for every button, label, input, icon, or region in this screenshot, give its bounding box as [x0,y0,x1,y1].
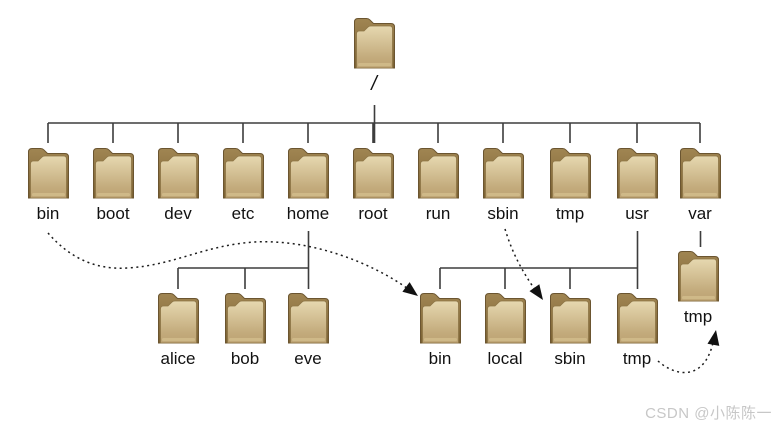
folder-icon [417,145,460,200]
folder-run: run [403,145,473,224]
folder-boot: boot [78,145,148,224]
folder-label: bob [230,349,260,368]
folder-icon [482,145,525,200]
folder-usr: usr [602,145,672,224]
folder-home-eve: eve [273,290,343,369]
folder-label: sbin [487,204,519,223]
folder-label: bin [36,204,60,223]
folder-home-bob: bob [210,290,280,369]
folder-sbin: sbin [468,145,538,224]
folder-icon [222,145,265,200]
folder-var: var [665,145,735,224]
folder-icon [679,145,722,200]
folder-label: sbin [554,349,586,368]
folder-root: / [339,15,409,95]
folder-icon [92,145,135,200]
folder-label: bin [428,349,452,368]
folder-label: boot [96,204,130,223]
folder-label: / [371,73,377,95]
folder-label: var [688,204,712,223]
folder-icon [616,145,659,200]
folder-label: tmp [683,307,713,326]
folder-usr-tmp: tmp [602,290,672,369]
folder-label: alice [160,349,196,368]
folder-label: etc [231,204,255,223]
folder-icon [677,248,720,303]
folder-icon [157,145,200,200]
folder-bin: bin [13,145,83,224]
folder-icon [157,290,200,345]
folder-icon [287,290,330,345]
folder-icon [224,290,267,345]
folder-var-tmp: tmp [663,248,733,327]
folder-usr-local: local [470,290,540,369]
watermark: CSDN @小陈陈一 [645,405,772,422]
folder-label: home [286,204,330,223]
folder-home-alice: alice [143,290,213,369]
arrowhead-icon [707,330,720,346]
folder-usr-sbin: sbin [535,290,605,369]
folder-dev: dev [143,145,213,224]
folder-tmp: tmp [535,145,605,224]
folder-label: tmp [555,204,585,223]
folder-icon [484,290,527,345]
folder-label: run [425,204,451,223]
folder-label: root [358,204,388,223]
folder-icon [353,15,396,70]
folder-icon [549,290,592,345]
folder-etc: etc [208,145,278,224]
folder-label: dev [164,204,192,223]
folder-home: home [273,145,343,224]
folder-root-dir: root [338,145,408,224]
folder-icon [419,290,462,345]
folder-usr-bin: bin [405,290,475,369]
folder-label: usr [625,204,649,223]
folder-icon [287,145,330,200]
folder-icon [616,290,659,345]
folder-icon [352,145,395,200]
folder-icon [549,145,592,200]
folder-label: eve [294,349,322,368]
folder-icon [27,145,70,200]
folder-label: local [487,349,523,368]
folder-label: tmp [622,349,652,368]
